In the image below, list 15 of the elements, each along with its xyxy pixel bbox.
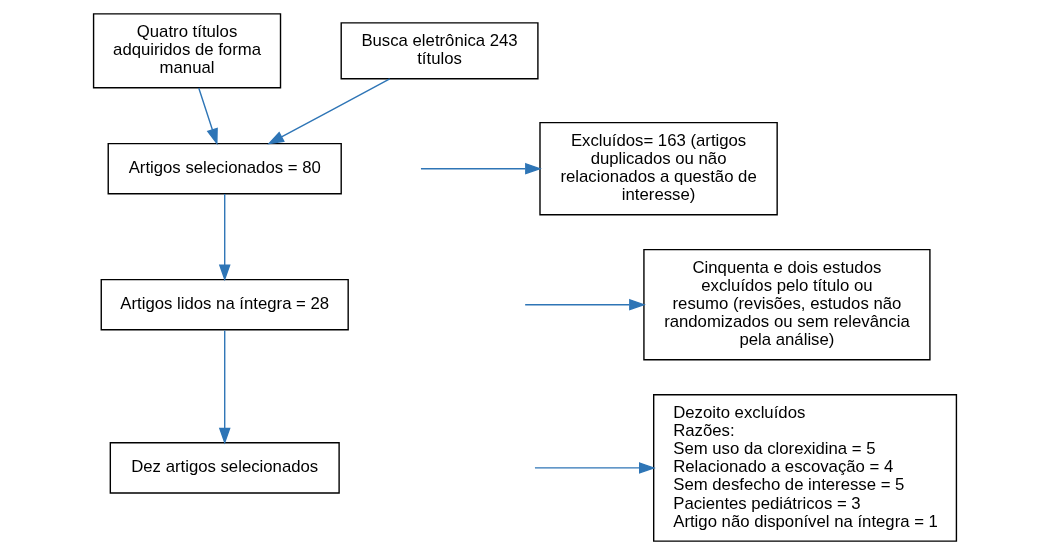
node-box: Dez artigos selecionados	[109, 442, 340, 494]
arrow	[534, 462, 656, 474]
arrow	[218, 193, 231, 282]
arrow	[267, 78, 391, 145]
node-box: Excluídos= 163 (artigos duplicados ou não relacionados a questão de interesse)	[539, 121, 778, 216]
node-box: Busca eletrônica 243 títulos	[340, 22, 539, 80]
arrow	[218, 329, 231, 445]
node-box: Artigos selecionados = 80	[107, 142, 342, 195]
arrow	[198, 87, 218, 146]
node-box: Quatro títulos adquiridos de forma manual	[92, 13, 282, 89]
arrow	[420, 162, 542, 175]
node-box: Dezoito excluídos Razões: Sem uso da clorexidina = 5 Relacionado a escovação = 4 Sem desfecho de interesse = 5 Pacientes pediátricos = 3 Artigo não disponível na íntegra = 1	[653, 394, 958, 542]
arrow	[524, 298, 646, 311]
node-box: Artigos lidos na íntegra = 28	[100, 278, 349, 331]
node-box: Cinquenta e dois estudos excluídos pelo título ou resumo (revisões, estudos não randomizados ou sem relevância pela análise)	[643, 248, 931, 361]
